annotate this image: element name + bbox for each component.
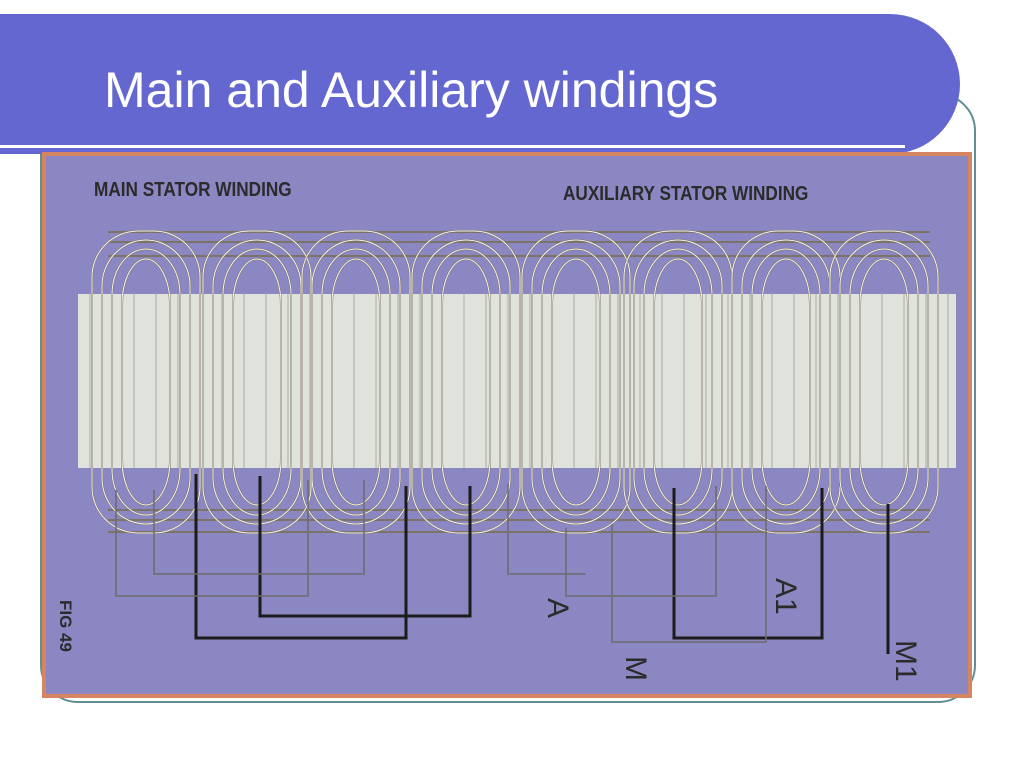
coil-group <box>301 230 411 534</box>
coil-group <box>829 230 939 534</box>
coil-loop-highlight <box>111 248 181 516</box>
coil-loop-highlight <box>839 239 929 525</box>
coil-loop-highlight <box>761 258 811 506</box>
title-underline <box>0 145 905 148</box>
title-bar: Main and Auxiliary windings <box>0 14 960 154</box>
winding-diagram: MAIN STATOR WINDING AUXILIARY STATOR WIN… <box>46 156 968 694</box>
coil-loop-highlight <box>411 230 521 534</box>
coil-loop-highlight <box>751 248 821 516</box>
coil-loop-highlight <box>531 239 621 525</box>
coil-loop-highlight <box>643 248 713 516</box>
coil-loop-highlight <box>521 230 631 534</box>
coil-loop-highlight <box>321 248 391 516</box>
coil-loop-highlight <box>441 258 491 506</box>
coil-loop-highlight <box>222 248 292 516</box>
coil-loop-highlight <box>653 258 703 506</box>
coil-group <box>731 230 841 534</box>
coil-loop-highlight <box>331 258 381 506</box>
coil-loop-highlight <box>311 239 401 525</box>
coil-group <box>521 230 631 534</box>
figure-number: FIG 49 <box>56 600 75 652</box>
coil-loop-highlight <box>121 258 171 506</box>
coil-group <box>411 230 521 534</box>
coil-loop-highlight <box>232 258 282 506</box>
coil-groups <box>91 230 939 534</box>
coil-group <box>91 230 201 534</box>
coil-loop-highlight <box>633 239 723 525</box>
coil-loop-highlight <box>829 230 939 534</box>
coil-loop-highlight <box>91 230 201 534</box>
terminal-a1: A1 <box>769 578 802 615</box>
auxiliary-winding-leads <box>115 480 767 643</box>
slide-title: Main and Auxiliary windings <box>104 62 719 118</box>
terminal-a: A <box>541 598 574 618</box>
coil-loop-highlight <box>551 258 601 506</box>
main-winding-label: MAIN STATOR WINDING <box>94 178 292 201</box>
stator-core <box>78 294 956 468</box>
main-winding-leads <box>194 474 890 654</box>
coil-loop-highlight <box>541 248 611 516</box>
coil-loop-highlight <box>301 230 411 534</box>
coil-loop-highlight <box>101 239 191 525</box>
terminal-m1: M1 <box>889 640 922 682</box>
auxiliary-winding-label: AUXILIARY STATOR WINDING <box>563 182 808 205</box>
coil-loop-highlight <box>421 239 511 525</box>
coil-loop-highlight <box>431 248 501 516</box>
coil-loop-highlight <box>859 258 909 506</box>
terminal-m: M <box>619 656 652 681</box>
winding-figure: MAIN STATOR WINDING AUXILIARY STATOR WIN… <box>42 152 972 698</box>
coil-loop-highlight <box>849 248 919 516</box>
